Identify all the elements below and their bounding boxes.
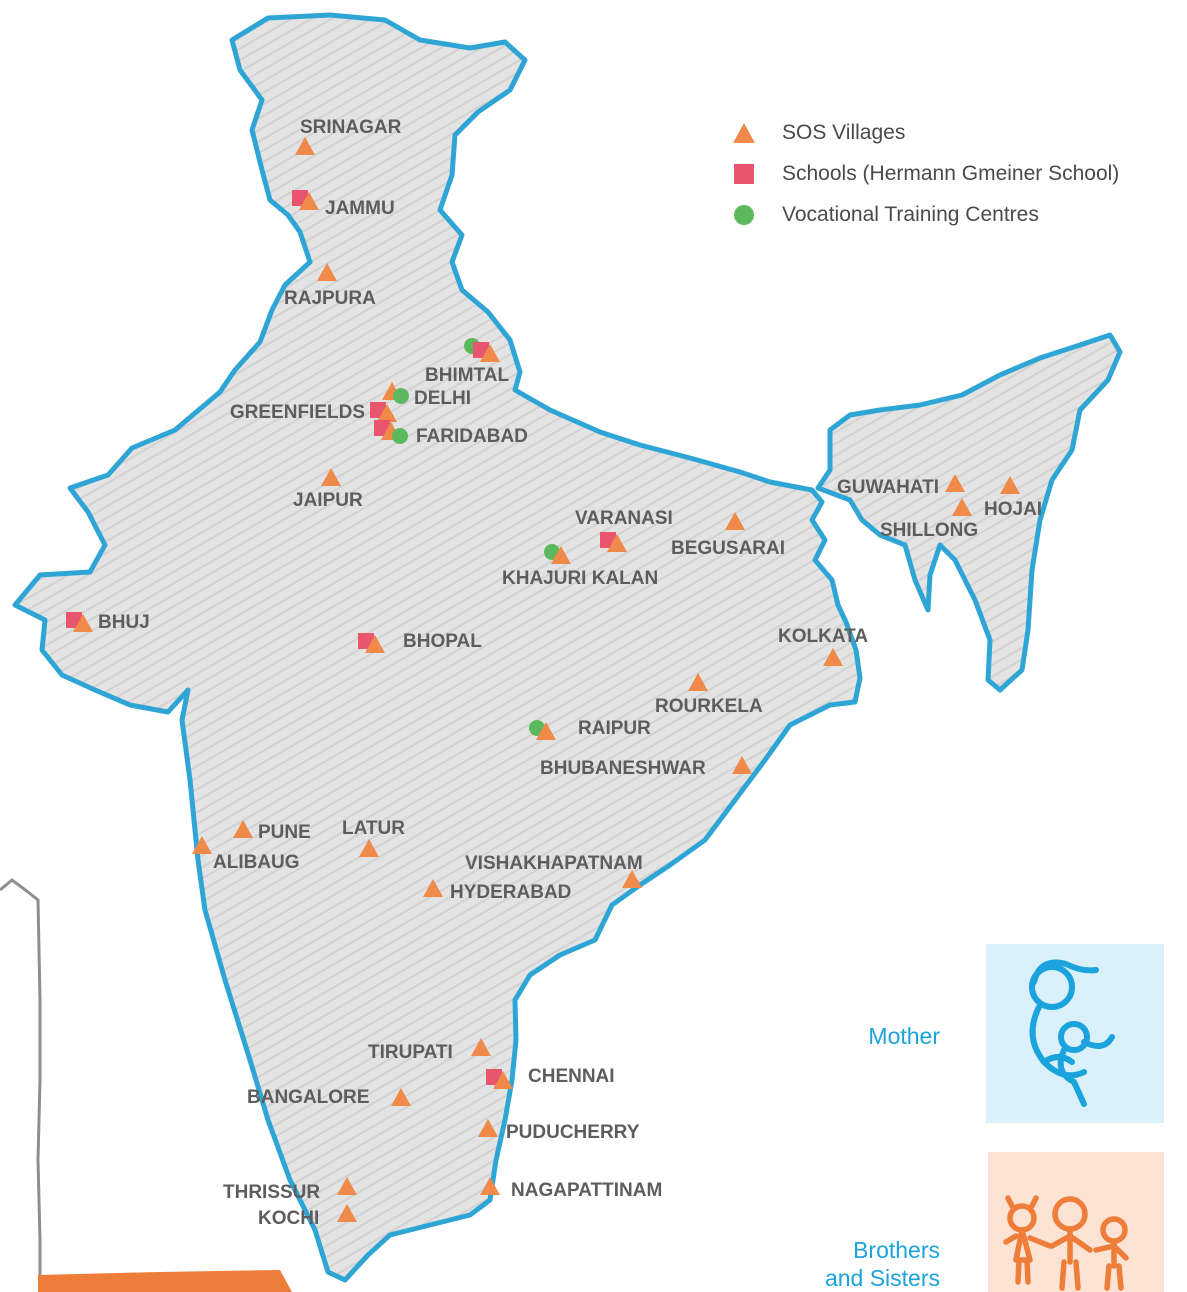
marker-triangle-nagapattinam bbox=[480, 1177, 500, 1195]
marker-triangle-jaipur bbox=[321, 468, 341, 486]
marker-triangle-begusarai bbox=[725, 512, 745, 530]
marker-triangle-raipur bbox=[536, 722, 556, 740]
marker-triangle-chennai bbox=[493, 1071, 513, 1089]
city-label-alibaug: ALIBAUG bbox=[213, 852, 300, 873]
marker-triangle-hyderabad bbox=[423, 879, 443, 897]
marker-triangle-bhubaneshwar bbox=[732, 756, 752, 774]
city-label-faridabad: FARIDABAD bbox=[416, 426, 528, 447]
marker-triangle-guwahati bbox=[945, 474, 965, 492]
marker-triangle-varanasi bbox=[607, 534, 627, 552]
marker-triangle-bhimtal bbox=[480, 344, 500, 362]
city-label-kolkata: KOLKATA bbox=[778, 626, 868, 647]
city-label-bhuj: BHUJ bbox=[98, 612, 150, 633]
city-label-latur: LATUR bbox=[342, 818, 405, 839]
city-label-tirupati: TIRUPATI bbox=[368, 1042, 453, 1063]
city-label-rourkela: ROURKELA bbox=[655, 696, 763, 717]
marker-circle-faridabad bbox=[392, 428, 408, 444]
marker-triangle-bangalore bbox=[391, 1088, 411, 1106]
city-label-kochi: KOCHI bbox=[258, 1208, 319, 1229]
city-label-nagapattinam: NAGAPATTINAM bbox=[511, 1180, 662, 1201]
decorative-frame-line bbox=[0, 878, 42, 1292]
mother-child-icon bbox=[1029, 959, 1115, 1107]
city-label-thrissur: THRISSUR bbox=[223, 1182, 320, 1203]
marker-triangle-shillong bbox=[952, 498, 972, 516]
mother-panel bbox=[986, 944, 1164, 1123]
legend-item-sos-villages: SOS Villages bbox=[732, 112, 1119, 153]
marker-triangle-latur bbox=[359, 839, 379, 857]
city-label-puducherry: PUDUCHERRY bbox=[506, 1122, 640, 1143]
marker-triangle-srinagar bbox=[295, 137, 315, 155]
circle-icon bbox=[734, 204, 754, 225]
city-label-hojai: HOJAI bbox=[984, 499, 1042, 520]
marker-triangle-vishakhapatnam bbox=[622, 870, 642, 888]
marker-triangle-pune bbox=[233, 820, 253, 838]
city-label-bhimtal: BHIMTAL bbox=[425, 365, 509, 386]
siblings-panel bbox=[988, 1152, 1164, 1292]
map-legend: SOS Villages Schools (Hermann Gmeiner Sc… bbox=[732, 112, 1119, 235]
marker-triangle-kolkata bbox=[823, 648, 843, 666]
india-mainland-shape bbox=[12, 12, 863, 1283]
marker-triangle-puducherry bbox=[478, 1119, 498, 1137]
marker-triangle-rourkela bbox=[688, 673, 708, 691]
marker-triangle-khajuri-kalan bbox=[551, 546, 571, 564]
legend-label: Vocational Training Centres bbox=[782, 202, 1039, 226]
city-label-jaipur: JAIPUR bbox=[293, 490, 363, 511]
legend-label: Schools (Hermann Gmeiner School) bbox=[782, 161, 1120, 185]
city-label-delhi: DELHI bbox=[414, 388, 471, 409]
city-label-rajpura: RAJPURA bbox=[284, 288, 376, 309]
city-label-pune: PUNE bbox=[258, 822, 311, 843]
legend-label: SOS Villages bbox=[782, 120, 906, 144]
marker-triangle-thrissur bbox=[337, 1177, 357, 1195]
children-icon bbox=[1003, 1195, 1129, 1291]
marker-triangle-greenfields bbox=[377, 404, 397, 422]
city-label-hyderabad: HYDERABAD bbox=[450, 882, 571, 903]
city-label-bhubaneshwar: BHUBANESHWAR bbox=[540, 758, 706, 779]
city-label-chennai: CHENNAI bbox=[528, 1066, 615, 1087]
siblings-label: Brothers and Sisters bbox=[824, 1237, 940, 1291]
legend-item-vocational: Vocational Training Centres bbox=[732, 194, 1119, 235]
marker-triangle-tirupati bbox=[471, 1038, 491, 1056]
city-label-vishakhapatnam: VISHAKHAPATNAM bbox=[465, 853, 643, 874]
marker-triangle-jammu bbox=[299, 192, 319, 210]
city-label-bhopal: BHOPAL bbox=[403, 631, 482, 652]
city-label-begusarai: BEGUSARAI bbox=[671, 538, 785, 559]
city-label-srinagar: SRINAGAR bbox=[300, 117, 402, 138]
marker-triangle-alibaug bbox=[192, 836, 212, 854]
legend-item-schools: Schools (Hermann Gmeiner School) bbox=[732, 153, 1119, 194]
mother-label: Mother bbox=[868, 1023, 940, 1049]
triangle-icon bbox=[733, 122, 755, 143]
city-label-greenfields: GREENFIELDS bbox=[230, 402, 365, 423]
city-label-bangalore: BANGALORE bbox=[247, 1087, 369, 1108]
marker-circle-delhi bbox=[393, 388, 409, 404]
city-label-guwahati: GUWAHATI bbox=[837, 477, 939, 498]
marker-triangle-bhuj bbox=[73, 614, 93, 632]
marker-triangle-rajpura bbox=[317, 263, 337, 281]
marker-triangle-hojai bbox=[1000, 476, 1020, 494]
square-icon bbox=[734, 163, 754, 184]
city-label-varanasi: VARANASI bbox=[575, 508, 673, 529]
marker-triangle-kochi bbox=[337, 1204, 357, 1222]
city-label-raipur: RAIPUR bbox=[578, 718, 651, 739]
city-label-khajuri-kalan: KHAJURI KALAN bbox=[502, 568, 658, 589]
city-label-shillong: SHILLONG bbox=[880, 520, 978, 541]
decorative-orange-bar bbox=[38, 1270, 292, 1292]
city-label-jammu: JAMMU bbox=[325, 198, 395, 219]
marker-triangle-bhopal bbox=[365, 635, 385, 653]
